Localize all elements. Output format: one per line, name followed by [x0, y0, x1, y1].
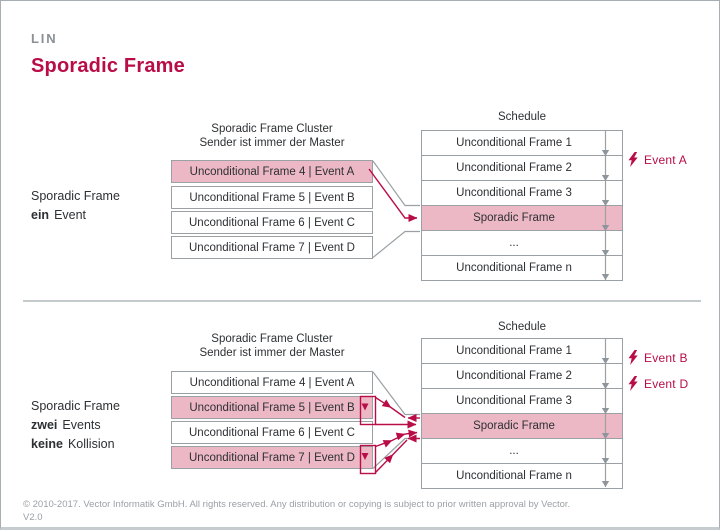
schedule-row: Unconditional Frame 2 [422, 364, 622, 389]
lightning-icon [628, 152, 638, 167]
diagram2-cluster-title: Sporadic Frame Cluster Sender ist immer … [199, 333, 345, 359]
event-d-indicator: Event D [628, 376, 688, 391]
diagram1-schedule-table: Unconditional Frame 1 Unconditional Fram… [421, 130, 623, 281]
cluster-row: Unconditional Frame 6 | Event C [171, 421, 373, 444]
schedule-row: Unconditional Frame 2 [422, 156, 622, 181]
cluster-row: Unconditional Frame 5 | Event B [171, 396, 373, 419]
schedule-row: Unconditional Frame 1 [422, 131, 622, 156]
cluster-row: Unconditional Frame 7 | Event D [171, 236, 373, 259]
copyright-footer: © 2010-2017. Vector Informatik GmbH. All… [23, 499, 571, 523]
cluster-row: Unconditional Frame 5 | Event B [171, 186, 373, 209]
lightning-icon [628, 350, 638, 365]
cluster-row: Unconditional Frame 4 | Event A [171, 160, 373, 183]
cluster-row: Unconditional Frame 4 | Event A [171, 371, 373, 394]
schedule-row: ... [422, 231, 622, 256]
schedule-row: Unconditional Frame 3 [422, 181, 622, 206]
schedule-row: Sporadic Frame [422, 206, 622, 231]
diagram2-schedule-table: Unconditional Frame 1 Unconditional Fram… [421, 338, 623, 489]
cluster-row: Unconditional Frame 7 | Event D [171, 446, 373, 469]
kicker-label: LIN [31, 31, 58, 46]
section-divider [23, 300, 701, 302]
event-a-indicator: Event A [628, 152, 687, 167]
schedule-row: Unconditional Frame 1 [422, 339, 622, 364]
schedule-row: Sporadic Frame [422, 414, 622, 439]
event-b-indicator: Event B [628, 350, 688, 365]
schedule-row: Unconditional Frame 3 [422, 389, 622, 414]
diagram2-schedule-title: Schedule [498, 321, 546, 333]
diagram1-schedule-title: Schedule [498, 111, 546, 123]
schedule-row: Unconditional Frame n [422, 256, 622, 280]
lightning-icon [628, 376, 638, 391]
schedule-row: ... [422, 439, 622, 464]
event-arrow [368, 168, 418, 222]
page-title: Sporadic Frame [31, 55, 185, 77]
cluster-row: Unconditional Frame 6 | Event C [171, 211, 373, 234]
schedule-row: Unconditional Frame n [422, 464, 622, 488]
diagram1-cluster-title: Sporadic Frame Cluster Sender ist immer … [199, 123, 345, 149]
